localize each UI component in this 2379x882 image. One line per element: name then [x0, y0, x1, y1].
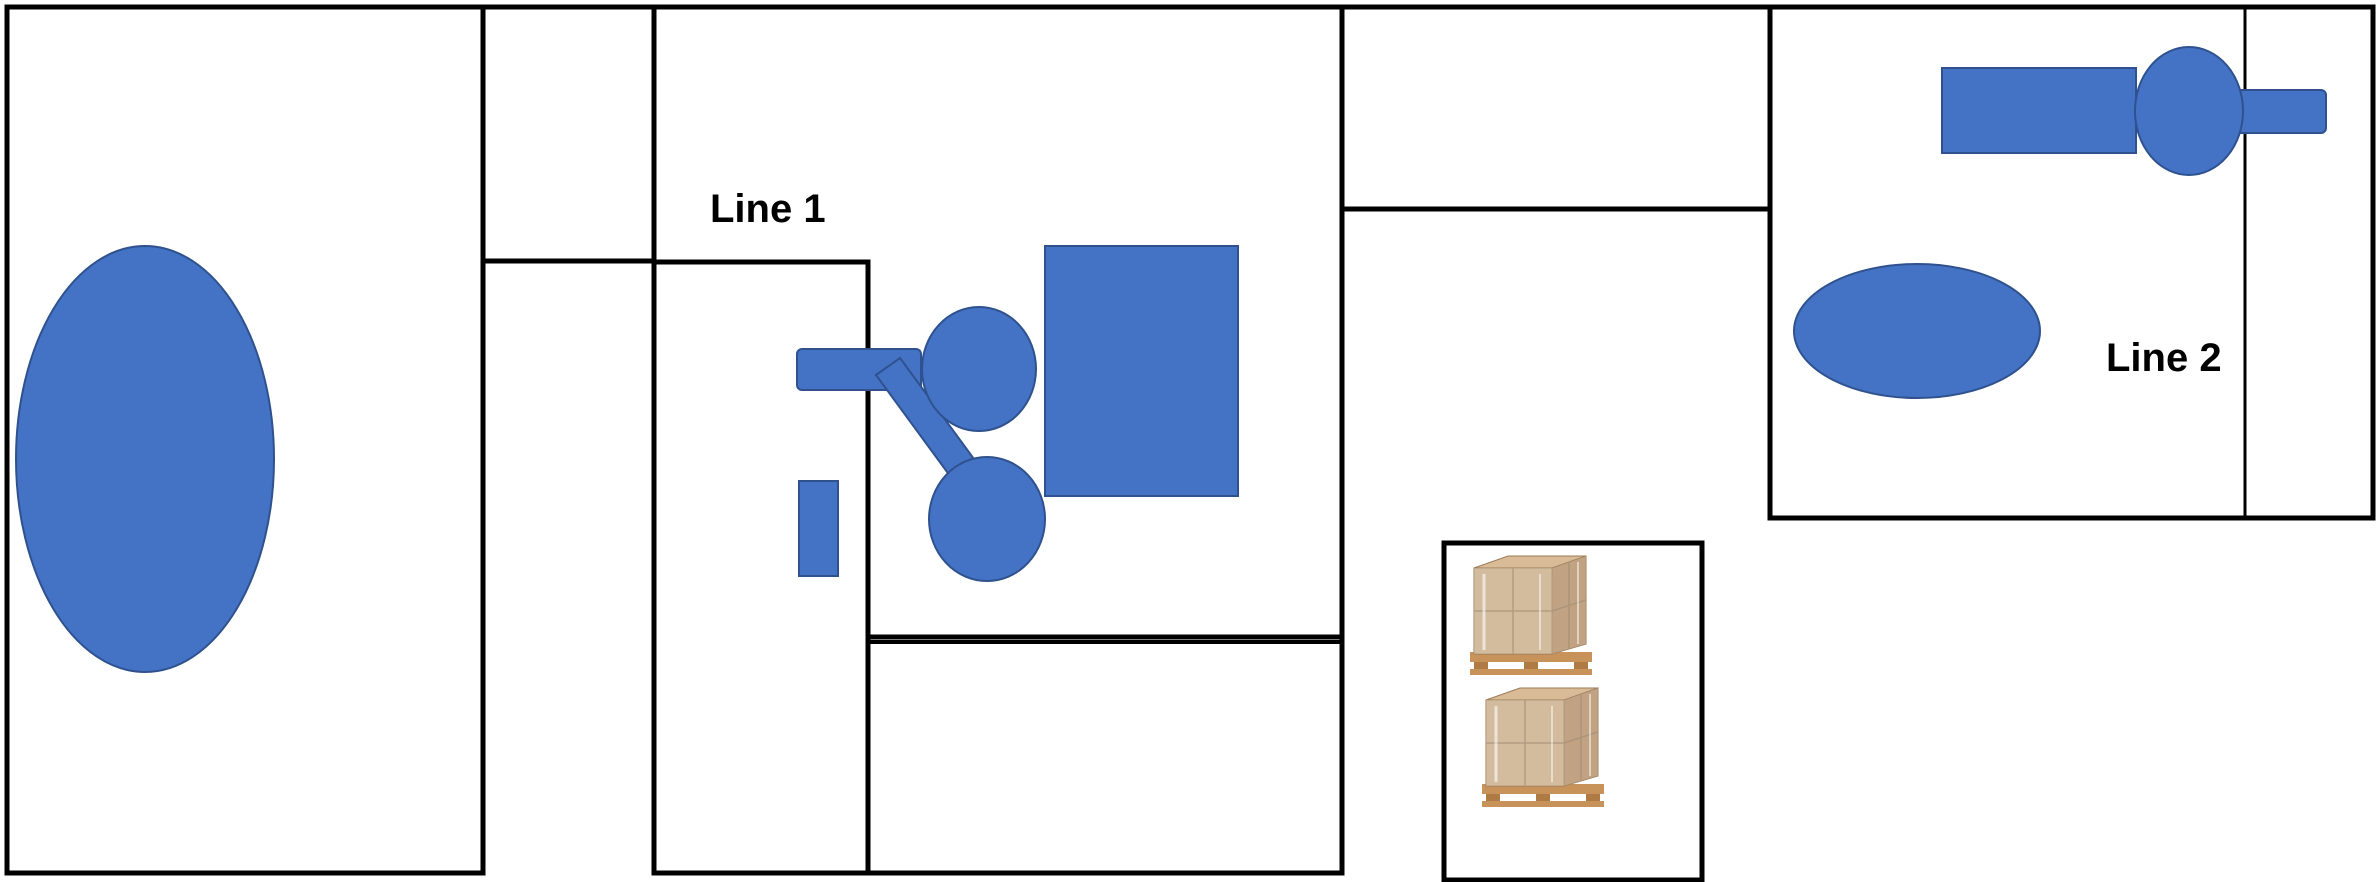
- control-panel: [798, 480, 839, 577]
- room-line1: [651, 4, 1345, 876]
- machine-block: [1044, 245, 1239, 497]
- room-corridor-top: [480, 4, 657, 264]
- robot-joint-lower: [928, 456, 1046, 582]
- line2-label: Line 2: [2106, 336, 2222, 380]
- robot-joint-upper: [921, 306, 1037, 432]
- room-line2: [1767, 4, 2376, 521]
- line2-equipment: [1793, 46, 2327, 399]
- storage-tank: [15, 245, 275, 673]
- line1-label: Line 1: [710, 187, 826, 231]
- line1-equipment: [796, 245, 1239, 582]
- line2-mixer: [1793, 263, 2041, 399]
- line2-feeder: [1941, 67, 2137, 154]
- room-top-middle: [1339, 4, 1773, 212]
- pallet-storage-area: [1441, 540, 1705, 882]
- line2-rotary-joint: [2134, 46, 2244, 176]
- pallet-icon: [1468, 554, 1606, 809]
- room-left: [4, 4, 486, 876]
- line1-enclosure: [654, 259, 871, 873]
- floor-walls: [4, 4, 2376, 882]
- line2-outfeed: [2233, 89, 2327, 134]
